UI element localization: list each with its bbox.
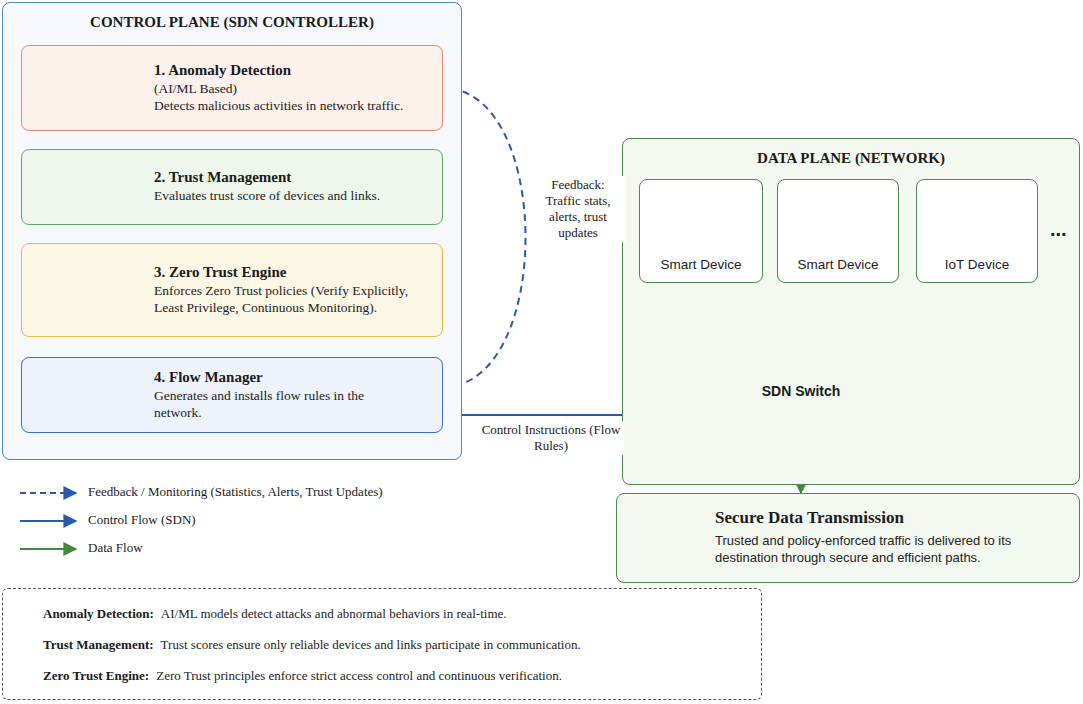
node-text: Smart Device bbox=[778, 257, 898, 272]
node-text: Anomaly Detection: bbox=[43, 606, 154, 622]
node-text: Detects malicious activities in network … bbox=[154, 98, 414, 115]
legend-box: Anomaly Detection: AI/ML models detect at… bbox=[2, 588, 762, 700]
legend-text: Data Flow bbox=[88, 540, 143, 556]
legend-row: Zero Trust Engine: Zero Trust principles … bbox=[43, 660, 749, 691]
node-text: 1. Anomaly Detection bbox=[154, 62, 432, 79]
node-text: Trust Management: bbox=[43, 637, 154, 653]
legend-data-sample bbox=[20, 548, 76, 550]
legend-row: Anomaly Detection: AI/ML models detect at… bbox=[43, 598, 749, 629]
device-box: IoT Device bbox=[916, 179, 1038, 283]
legend-dashed-sample bbox=[20, 492, 76, 494]
node-text: CONTROL PLANE (SDN CONTROLLER) bbox=[3, 14, 461, 31]
node-text: Trust scores ensure only reliable device… bbox=[161, 637, 581, 653]
node-text: Secure Data Transmission bbox=[715, 508, 1065, 528]
legend-text: Feedback / Monitoring (Statistics, Alert… bbox=[88, 484, 383, 500]
process-box: 3. Zero Trust EngineEnforces Zero Trust … bbox=[21, 243, 443, 337]
device-box: Smart Device bbox=[639, 179, 763, 283]
node-text: Zero Trust principles enforce strict acc… bbox=[156, 668, 562, 684]
node-text: 2. Trust Management bbox=[154, 169, 432, 186]
node-text: Smart Device bbox=[640, 257, 762, 272]
process-box: 1. Anomaly Detection (AI/ML Based)Detects… bbox=[21, 45, 443, 131]
device-box: SDN Switch bbox=[736, 299, 866, 401]
node-text: Evaluates trust score of devices and lin… bbox=[154, 188, 414, 205]
plane-panel: CONTROL PLANE (SDN CONTROLLER) 1. Anomaly… bbox=[2, 2, 462, 460]
node-text: SDN Switch bbox=[736, 383, 866, 399]
node-text: IoT Device bbox=[917, 257, 1037, 272]
node-text: Enforces Zero Trust policies (Verify Exp… bbox=[154, 283, 414, 317]
legend-control-sample bbox=[20, 520, 76, 522]
node-text: 4. Flow Manager bbox=[154, 369, 432, 386]
device-box: Smart Device bbox=[777, 179, 899, 283]
device-box: Secure Data TransmissionTrusted and poli… bbox=[616, 493, 1080, 583]
edge-label: Control Instructions (Flow Rules) bbox=[478, 421, 624, 455]
process-box: 2. Trust ManagementEvaluates trust score… bbox=[21, 149, 443, 225]
process-box: 4. Flow ManagerGenerates and installs fl… bbox=[21, 357, 443, 433]
ellipsis-label: ... bbox=[1050, 218, 1067, 241]
node-text: Generates and installs flow rules in the… bbox=[154, 388, 414, 422]
node-text: AI/ML models detect attacks and abnormal… bbox=[161, 606, 507, 622]
legend-row: Trust Management: Trust scores ensure onl… bbox=[43, 629, 749, 660]
legend-text: Control Flow (SDN) bbox=[88, 512, 196, 528]
node-text: (AI/ML Based) bbox=[154, 81, 414, 98]
node-text: DATA PLANE (NETWORK) bbox=[623, 150, 1079, 167]
node-text: Trusted and policy-enforced traffic is d… bbox=[715, 533, 1045, 567]
edge-label: Feedback: Traffic stats, alerts, trust u… bbox=[530, 176, 626, 242]
node-text: Zero Trust Engine: bbox=[43, 668, 149, 684]
node-text: 3. Zero Trust Engine bbox=[154, 264, 432, 281]
plane-panel: DATA PLANE (NETWORK) Smart Device Smart De… bbox=[622, 138, 1080, 485]
